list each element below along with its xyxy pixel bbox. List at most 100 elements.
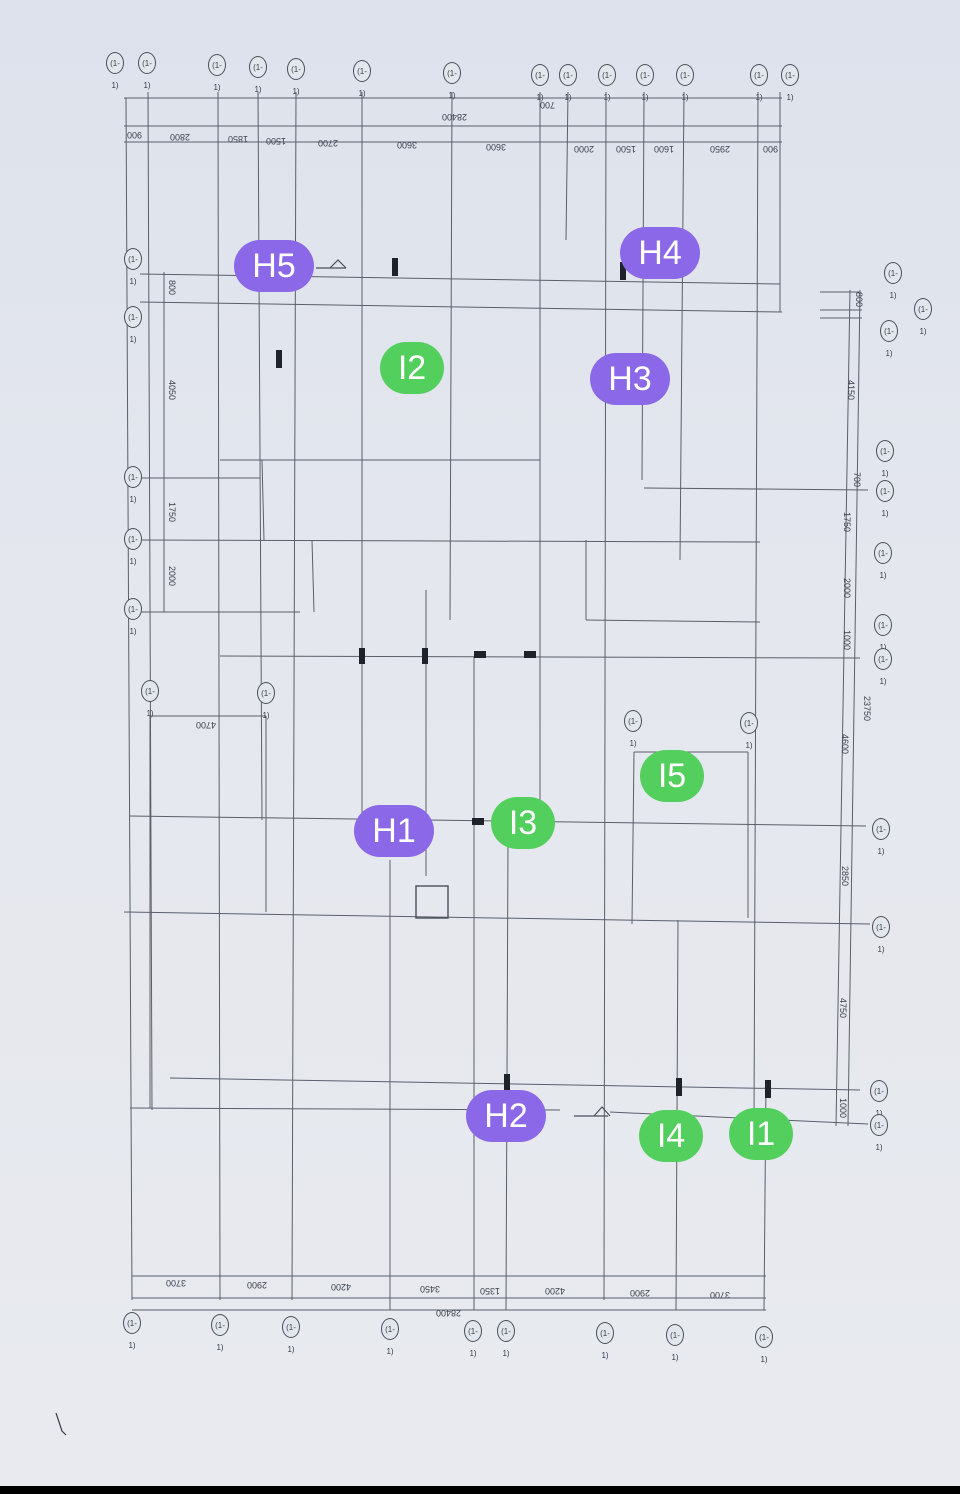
floor-opening <box>415 885 449 919</box>
grid-bubble: (1-1) <box>876 480 894 518</box>
top-dimension: 3600 <box>486 142 507 152</box>
grid-bubble: (1-1) <box>781 64 799 102</box>
grid-bubble: (1-1) <box>353 60 371 98</box>
top-dimension: 2000 <box>574 144 595 154</box>
isolation-badge-i3[interactable]: I3 <box>491 797 555 849</box>
bottom-dimension: 1350 <box>480 1286 501 1296</box>
grid-bubble: (1-1) <box>880 320 898 358</box>
right-dimension: 4600 <box>840 734 850 755</box>
hole-badge-h1[interactable]: H1 <box>354 805 434 857</box>
bottom-dimension: 3700 <box>710 1290 731 1300</box>
grid-bubble: (1-1) <box>755 1326 773 1364</box>
hole-badge-h5[interactable]: H5 <box>234 240 314 292</box>
pen-mark <box>55 1412 67 1436</box>
grid-bubble: (1-1) <box>257 682 275 720</box>
right-dimension: 1000 <box>842 630 852 651</box>
top-dimension: 900 <box>127 130 143 140</box>
right-dimension-line <box>835 289 851 1127</box>
grid-bubble: (1-1) <box>124 528 142 566</box>
grid-bubble: (1-1) <box>124 306 142 344</box>
grid-bubble: (1-1) <box>443 62 461 100</box>
grid-bubble: (1-1) <box>559 64 577 102</box>
isolation-badge-i2[interactable]: I2 <box>380 342 444 394</box>
grid-bubble: (1-1) <box>123 1312 141 1350</box>
left-dimension: 4050 <box>167 380 177 401</box>
grid-bubble: (1-1) <box>666 1324 684 1362</box>
right-dimension-line-2 <box>847 289 861 1127</box>
grid-bubble: (1-1) <box>750 64 768 102</box>
top-dimension: 3600 <box>397 140 418 150</box>
top-dimension: 900 <box>763 144 779 154</box>
grid-bubble: (1-1) <box>596 1322 614 1360</box>
top-offset-dimension: 700 <box>540 100 556 110</box>
grid-bubble: (1-1) <box>914 298 932 336</box>
top-dimension: 1500 <box>266 136 287 146</box>
grid-bubble: (1-1) <box>872 818 890 856</box>
grid-bubble: (1-1) <box>464 1320 482 1358</box>
grid-bubble: (1-1) <box>124 248 142 286</box>
right-dimension: 800 <box>854 292 864 308</box>
bottom-dimension: 4200 <box>545 1286 566 1296</box>
left-dimension: 800 <box>167 280 177 296</box>
top-total-dimension: 28400 <box>442 112 468 122</box>
grid-bubble: (1-1) <box>874 614 892 652</box>
grid-bubble: (1-1) <box>884 262 902 300</box>
grid-bubble: (1-1) <box>249 56 267 94</box>
grid-bubble: (1-1) <box>208 54 226 92</box>
grid-bubble: (1-1) <box>740 712 758 750</box>
grid-bubble: (1-1) <box>282 1316 300 1354</box>
bottom-total-dimension: 28400 <box>436 1308 462 1318</box>
right-dimension: 2000 <box>842 578 852 599</box>
left-dimension: 2000 <box>167 566 177 587</box>
bottom-dimension: 4200 <box>331 1282 352 1292</box>
hole-badge-h2[interactable]: H2 <box>466 1090 546 1142</box>
grid-bubble: (1-1) <box>106 52 124 90</box>
grid-bubble: (1-1) <box>124 466 142 504</box>
grid-bubble: (1-1) <box>287 58 305 96</box>
top-dimension: 2700 <box>318 138 339 148</box>
bottom-dimension: 3700 <box>166 1278 187 1288</box>
level-marker <box>316 259 347 269</box>
top-dimension: 2950 <box>710 144 731 154</box>
bottom-dimension: 3450 <box>420 1284 441 1294</box>
top-dimension: 1600 <box>654 144 675 154</box>
top-dimension: 1500 <box>616 144 637 154</box>
isolation-badge-i5[interactable]: I5 <box>640 750 704 802</box>
isolation-badge-i4[interactable]: I4 <box>639 1110 703 1162</box>
grid-bubble: (1-1) <box>141 680 159 718</box>
grid-bubble: (1-1) <box>876 440 894 478</box>
left-sub-dimension: 4700 <box>196 720 217 730</box>
bottom-dimension: 2900 <box>630 1288 651 1298</box>
grid-bubble: (1-1) <box>636 64 654 102</box>
right-dimension: 4150 <box>846 380 856 401</box>
grid-bubble: (1-1) <box>124 598 142 636</box>
hole-badge-h4[interactable]: H4 <box>620 227 700 279</box>
grid-bubble: (1-1) <box>497 1320 515 1358</box>
right-total-dimension: 23750 <box>862 696 872 722</box>
isolation-badge-i1[interactable]: I1 <box>729 1108 793 1160</box>
grid-bubble: (1-1) <box>598 64 616 102</box>
bottom-dimension: 2900 <box>247 1280 268 1290</box>
grid-bubble: (1-1) <box>531 64 549 102</box>
grid-bubble: (1-1) <box>138 52 156 90</box>
level-marker <box>574 1106 611 1117</box>
grid-bubble: (1-1) <box>211 1314 229 1352</box>
grid-bubble: (1-1) <box>676 64 694 102</box>
right-dimension: 4750 <box>838 998 848 1019</box>
hole-badge-h3[interactable]: H3 <box>590 353 670 405</box>
grid-bubble: (1-1) <box>872 916 890 954</box>
right-dimension: 700 <box>852 472 862 488</box>
grid-bubble: (1-1) <box>870 1080 888 1118</box>
grid-bubble: (1-1) <box>874 648 892 686</box>
left-dimension: 1750 <box>167 502 177 523</box>
grid-bubble: (1-1) <box>624 710 642 748</box>
top-dimension: 2800 <box>170 132 191 142</box>
top-dimension: 1850 <box>228 134 249 144</box>
grid-bubble: (1-1) <box>870 1114 888 1152</box>
grid-bubble: (1-1) <box>874 542 892 580</box>
right-dimension: 2850 <box>840 866 850 887</box>
right-dimension: 1750 <box>842 512 852 533</box>
right-dimension: 1000 <box>838 1098 848 1119</box>
